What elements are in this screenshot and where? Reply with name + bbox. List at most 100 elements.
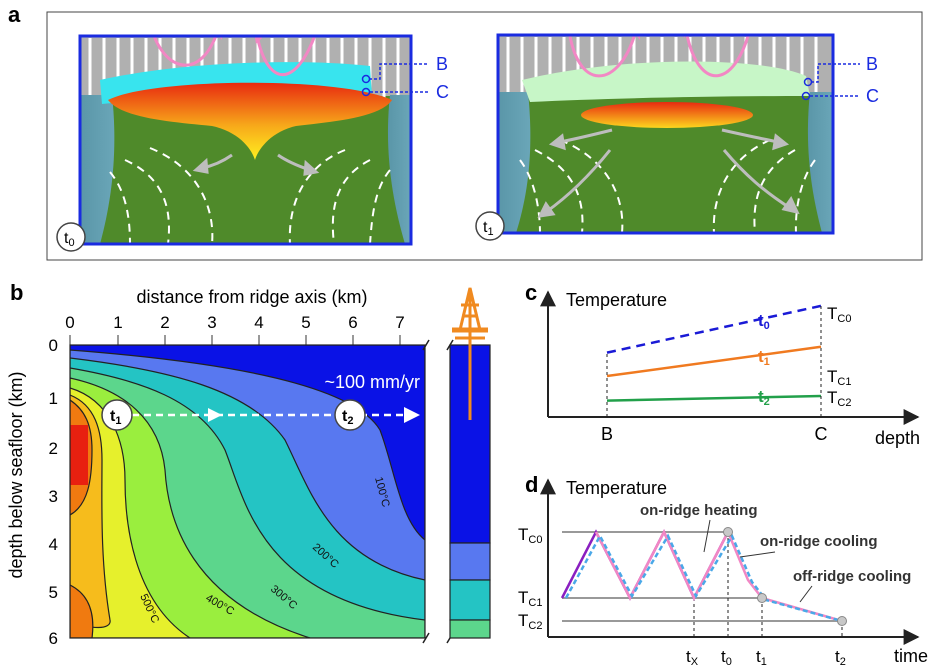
d-point-t0 (723, 527, 733, 537)
time-circle-t0 (56, 222, 86, 252)
c-series-labels: t0 t1 t2 (758, 311, 770, 408)
c-x-tick-B: B (601, 424, 613, 444)
thermal-contour-map (70, 345, 425, 638)
y-tick: 4 (49, 535, 58, 554)
marker-t1-label: t1 (110, 408, 121, 427)
d-x-tick-3: t2 (835, 647, 846, 667)
c-series-label-0: t0 (758, 311, 770, 332)
bc-markers-right: B C (801, 54, 879, 106)
c-x-label: depth (875, 428, 920, 448)
contour-frame (69, 344, 426, 639)
c-end-label-2: TC2 (827, 388, 851, 409)
d-point-t2 (837, 616, 847, 626)
side-water-right (387, 95, 411, 244)
panel-label-a: a (8, 2, 21, 27)
d-point-t1 (757, 593, 767, 603)
d-y-tick-2: TC2 (518, 611, 542, 632)
y-tick: 6 (49, 629, 58, 648)
d-heating-curve (560, 529, 730, 601)
d-y-tick-0: TC0 (518, 525, 542, 546)
spreading-arrowhead-end (404, 407, 420, 423)
magma-chamber-left (108, 82, 392, 160)
d-event-points (723, 527, 847, 626)
contour-band-hot (70, 425, 88, 485)
x-ticks-b: 0 1 2 3 4 5 6 7 (65, 313, 404, 332)
d-y-ticks: TC0 TC1 TC2 (518, 525, 542, 632)
d-y-label: Temperature (566, 478, 667, 498)
c-series-line-1 (606, 345, 822, 378)
convection-arrows-right (537, 128, 800, 218)
x-tick: 6 (348, 313, 357, 332)
panel-label-b: b (10, 280, 23, 305)
d-x-tick-2: t1 (756, 647, 767, 667)
d-x-ticks: tX t0 t1 t2 (686, 647, 846, 668)
panel-c: c Temperature depth B C TC0 TC1 TC2 t0 t… (525, 280, 920, 448)
drilling-rig-icon (452, 287, 488, 420)
label-B-right: B (866, 54, 878, 74)
d-x-label: time (894, 646, 928, 666)
y-tick: 2 (49, 439, 58, 458)
d-annotations: on-ridge heating on-ridge cooling off-ri… (640, 502, 911, 585)
annotation-on-ridge-cooling: on-ridge cooling (760, 533, 878, 550)
c-x-tick-C: C (815, 424, 828, 444)
panel-label-d: d (525, 472, 538, 497)
flow-lines-right (519, 139, 816, 233)
y-tick: 3 (49, 487, 58, 506)
block-frame-right (496, 33, 835, 235)
time-t0-label: t0 (64, 230, 75, 249)
c-series (606, 304, 822, 417)
c-series-line-0 (606, 304, 822, 354)
marker-t2-circle (334, 399, 366, 431)
label-B-left: B (436, 54, 448, 74)
label-C-right: C (866, 86, 879, 106)
x-tick: 4 (254, 313, 263, 332)
magma-chamber-right (581, 102, 753, 128)
c-y-label: Temperature (566, 290, 667, 310)
bc-markers-left: B C (361, 54, 449, 102)
side-water-left-t1 (498, 92, 531, 233)
ridge-block-t0 (80, 36, 411, 244)
y-axis-title-b: depth below seafloor (km) (6, 371, 26, 578)
green-lens-right (522, 61, 810, 102)
hydrothermal-cells-right (568, 35, 750, 78)
y-tick: 5 (49, 583, 58, 602)
spreading-rate-label: ~100 mm/yr (324, 372, 420, 392)
time-circle-t1 (475, 211, 505, 241)
panel-label-c: c (525, 280, 537, 305)
y-tick: 0 (49, 336, 58, 355)
y-ticks-b: 0 1 2 3 4 5 6 (49, 336, 58, 648)
contour-band-c200 (449, 579, 491, 621)
c-series-label-1: t1 (758, 347, 770, 368)
c-series-line-2 (606, 394, 822, 402)
time-t1-label: t1 (483, 219, 494, 238)
panel-d: d Temperature time TC0 TC1 TC2 tX t0 t1 … (518, 472, 928, 668)
block-frame-left (78, 34, 413, 246)
c-end-label-0: TC0 (827, 304, 851, 325)
panel-a: a (8, 2, 923, 261)
contour-band-c300 (449, 619, 491, 639)
annotation-off-ridge-cooling: off-ridge cooling (793, 568, 911, 585)
d-x-tick-0: tX (686, 647, 699, 667)
x-tick: 0 (65, 313, 74, 332)
ridge-block-t1 (498, 35, 833, 233)
panel-b: b distance from ridge axis (km) 0 1 2 3 … (6, 280, 491, 648)
c-end-labels: TC0 TC1 TC2 (827, 304, 851, 409)
convection-arrows-left (192, 153, 320, 176)
c-series-label-2: t2 (758, 387, 770, 408)
d-annotation-leaders (703, 519, 813, 603)
panel-a-frame (46, 11, 923, 261)
d-y-tick-1: TC1 (518, 588, 542, 609)
annotation-on-ridge-heating: on-ridge heating (640, 502, 758, 519)
side-water-left (80, 95, 115, 244)
axis-break-marks (422, 339, 454, 644)
d-reference-lines (562, 531, 845, 622)
c-end-label-1: TC1 (827, 367, 851, 388)
y-tick: 1 (49, 389, 58, 408)
contour-band-c100 (449, 542, 491, 581)
x-tick: 5 (301, 313, 310, 332)
spreading-arrowhead-mid (208, 408, 222, 422)
x-tick: 7 (395, 313, 404, 332)
flow-lines-left (109, 147, 391, 244)
marker-t1-circle (101, 399, 133, 431)
